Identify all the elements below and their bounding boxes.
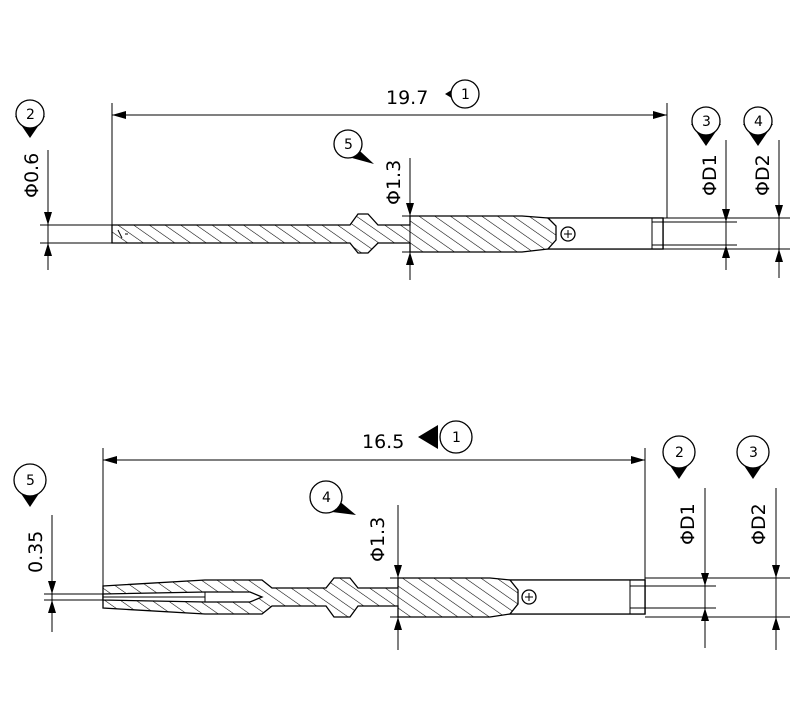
top-pin-drawing: 19.7 1 Φ0.6 2 Φ1.3 5: [15, 79, 790, 280]
bottom-pin-drawing: 16.5 1 0.35 5 Φ1.3 4: [13, 420, 790, 650]
bottom-length-dimension: 16.5: [362, 431, 404, 453]
bottom-tip-balloon: 5: [13, 463, 47, 507]
top-length-balloon: 1: [445, 79, 480, 109]
bottom-shaft-balloon-number: 4: [322, 490, 331, 506]
top-shaft-dimension: Φ1.3: [383, 160, 405, 205]
top-length-balloon-number: 1: [461, 87, 470, 103]
bottom-shaft-dimension: Φ1.3: [367, 517, 389, 562]
top-shaft-balloon: 5: [333, 129, 374, 164]
bottom-d2-balloon-number: 3: [749, 445, 758, 461]
top-shaft-balloon-number: 5: [344, 137, 353, 153]
top-d1-balloon: 3: [691, 106, 721, 146]
bottom-shaft-balloon: 4: [309, 480, 356, 515]
bottom-d2-balloon: 3: [736, 435, 770, 479]
top-length-dimension: 19.7: [386, 87, 428, 109]
bottom-length-balloon-number: 1: [452, 430, 461, 446]
top-d1-balloon-number: 3: [702, 114, 711, 130]
bottom-d1-balloon-number: 2: [675, 445, 684, 461]
bottom-length-balloon: 1: [418, 420, 473, 454]
bottom-tip-dimension: 0.35: [25, 531, 47, 573]
top-d2-balloon-number: 4: [754, 114, 763, 130]
bottom-d2-dimension: ΦD2: [748, 503, 770, 545]
bottom-d1-balloon: 2: [662, 435, 696, 479]
bottom-d1-dimension: ΦD1: [677, 503, 699, 545]
top-tip-balloon: 2: [15, 99, 45, 138]
top-tip-balloon-number: 2: [26, 107, 35, 123]
top-tip-dimension: Φ0.6: [21, 153, 43, 198]
bottom-tip-balloon-number: 5: [26, 473, 35, 489]
top-d2-dimension: ΦD2: [752, 154, 774, 196]
top-d1-dimension: ΦD1: [699, 154, 721, 196]
top-d2-balloon: 4: [743, 106, 773, 146]
